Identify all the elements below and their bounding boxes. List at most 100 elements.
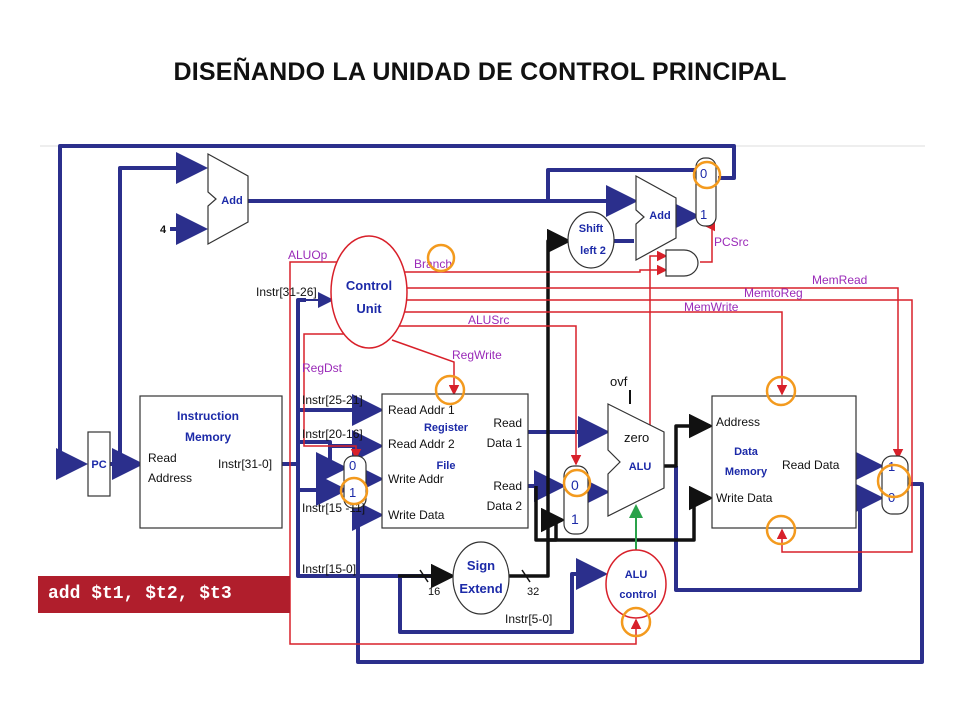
and-gate xyxy=(665,249,699,277)
shift-label-1: Shift xyxy=(579,223,604,235)
sig-memwrite xyxy=(404,311,788,396)
imem-name-2: Memory xyxy=(185,430,231,444)
label-branch: Branch xyxy=(414,257,452,271)
slash-32 xyxy=(521,569,531,583)
rf-name-1: Register xyxy=(424,422,469,434)
aluctl-label-2: control xyxy=(619,589,656,601)
black-buses xyxy=(398,228,714,589)
highlight-aluop xyxy=(620,606,652,638)
rf-write-data: Write Data xyxy=(388,508,445,522)
bus-rd2-to-mem xyxy=(534,485,714,542)
pc-mux-in-0: 0 xyxy=(700,166,707,181)
bus-writeback xyxy=(352,482,924,664)
pc-mux-in-1: 1 xyxy=(700,207,707,222)
bus-instr-5-0 xyxy=(398,558,608,634)
sign-extend xyxy=(452,541,510,615)
pc-mux xyxy=(695,157,717,227)
label-memwrite: MemWrite xyxy=(684,300,739,314)
add-branch-adder xyxy=(635,174,677,262)
width-32: 32 xyxy=(527,586,539,598)
rf-read-addr-2: Read Addr 2 xyxy=(388,437,455,451)
imem-read-2: Address xyxy=(148,471,192,485)
alu-control xyxy=(605,549,667,619)
sig-alusrc xyxy=(396,325,582,466)
label-instr-15-11: Instr[15 -11] xyxy=(302,501,365,515)
sig-branch xyxy=(398,264,668,276)
highlight-pc-mux xyxy=(692,160,722,190)
alu-name: ALU xyxy=(629,461,652,473)
const-four: 4 xyxy=(160,224,167,236)
regdst-in-0: 0 xyxy=(349,458,356,473)
alusrc-mux xyxy=(563,465,589,535)
label-instr-31-26: Instr[31-26] xyxy=(256,285,317,299)
signext-label-1: Sign xyxy=(467,558,495,573)
rf-read-addr-1: Read Addr 1 xyxy=(388,403,455,417)
bus-pc-loop xyxy=(56,144,736,480)
label-instr-5-0: Instr[5-0] xyxy=(505,612,552,626)
add-branch-label: Add xyxy=(649,210,670,222)
label-instr-15-0: Instr[15-0] xyxy=(302,562,356,576)
highlight-regdst xyxy=(339,476,369,506)
highlight-alusrc xyxy=(562,468,592,498)
rf-rd1-1: Read xyxy=(493,416,522,430)
alu xyxy=(607,403,665,517)
control-label-2: Unit xyxy=(356,301,382,316)
bus-signext-mux xyxy=(541,507,566,542)
dmem-name-2: Memory xyxy=(725,466,768,478)
bus-instr-20-16-mux xyxy=(316,446,348,484)
imem-out: Instr[31-0] xyxy=(218,457,272,471)
rf-name-2: File xyxy=(437,460,456,472)
alu-ovf: ovf xyxy=(610,374,628,389)
label-memtoreg: MemtoReg xyxy=(744,286,803,300)
highlight-branch xyxy=(426,243,456,273)
rf-rd2-1: Read xyxy=(493,479,522,493)
slash-16 xyxy=(419,569,429,583)
memtoreg-mux xyxy=(881,455,909,515)
highlight-memtoreg xyxy=(876,463,912,499)
pc-label: PC xyxy=(91,459,106,471)
imem-read-1: Read xyxy=(148,451,177,465)
add-pc-label: Add xyxy=(221,195,242,207)
shift-left-2 xyxy=(567,211,615,269)
label-memread: MemRead xyxy=(812,273,867,287)
bus-signext xyxy=(508,228,572,578)
bus-alu-to-addr xyxy=(664,413,714,468)
regdst-in-1: 1 xyxy=(349,485,356,500)
dmem-write-data: Write Data xyxy=(716,491,773,505)
signext-label-2: Extend xyxy=(459,581,502,596)
rf-rd2-2: Data 2 xyxy=(487,499,523,513)
sig-zero xyxy=(649,250,668,440)
instruction-banner: add $t1, $t2, $t3 xyxy=(38,576,290,613)
sig-regwrite xyxy=(391,339,460,396)
page-title: DISEÑANDO LA UNIDAD DE CONTROL PRINCIPAL xyxy=(173,58,787,86)
dmem-read-data: Read Data xyxy=(782,458,840,472)
sig-memread xyxy=(404,287,904,460)
label-instr-25-21: Instr[25-21] xyxy=(302,393,363,407)
label-aluop: ALUOp xyxy=(288,248,328,262)
label-regdst: RegDst xyxy=(302,361,343,375)
data-memory xyxy=(711,395,857,529)
highlight-circles xyxy=(339,160,912,638)
aluctl-label-1: ALU xyxy=(625,569,648,581)
imem-name-1: Instruction xyxy=(177,409,239,423)
bus-pc4 xyxy=(248,168,696,203)
highlight-memwrite xyxy=(765,375,797,407)
instruction-memory xyxy=(139,395,283,529)
rf-write-addr: Write Addr xyxy=(388,472,444,486)
dmem-address: Address xyxy=(716,415,760,429)
sig-pcsrc xyxy=(700,220,715,263)
memtoreg-in-1: 1 xyxy=(888,459,895,474)
control-unit xyxy=(330,235,408,349)
label-alusrc: ALUSrc xyxy=(468,313,509,327)
control-label-1: Control xyxy=(346,278,392,293)
width-16: 16 xyxy=(428,586,440,598)
label-pcsrc: PCSrc xyxy=(714,235,749,249)
shift-label-2: left 2 xyxy=(580,245,606,257)
label-instr-20-16: Instr[20-16] xyxy=(302,427,363,441)
highlight-regwrite xyxy=(434,374,466,406)
sig-regdst xyxy=(303,333,362,460)
highlight-memread xyxy=(765,514,797,546)
add-pc-adder xyxy=(207,152,249,246)
alusrc-in-0: 0 xyxy=(571,477,579,493)
